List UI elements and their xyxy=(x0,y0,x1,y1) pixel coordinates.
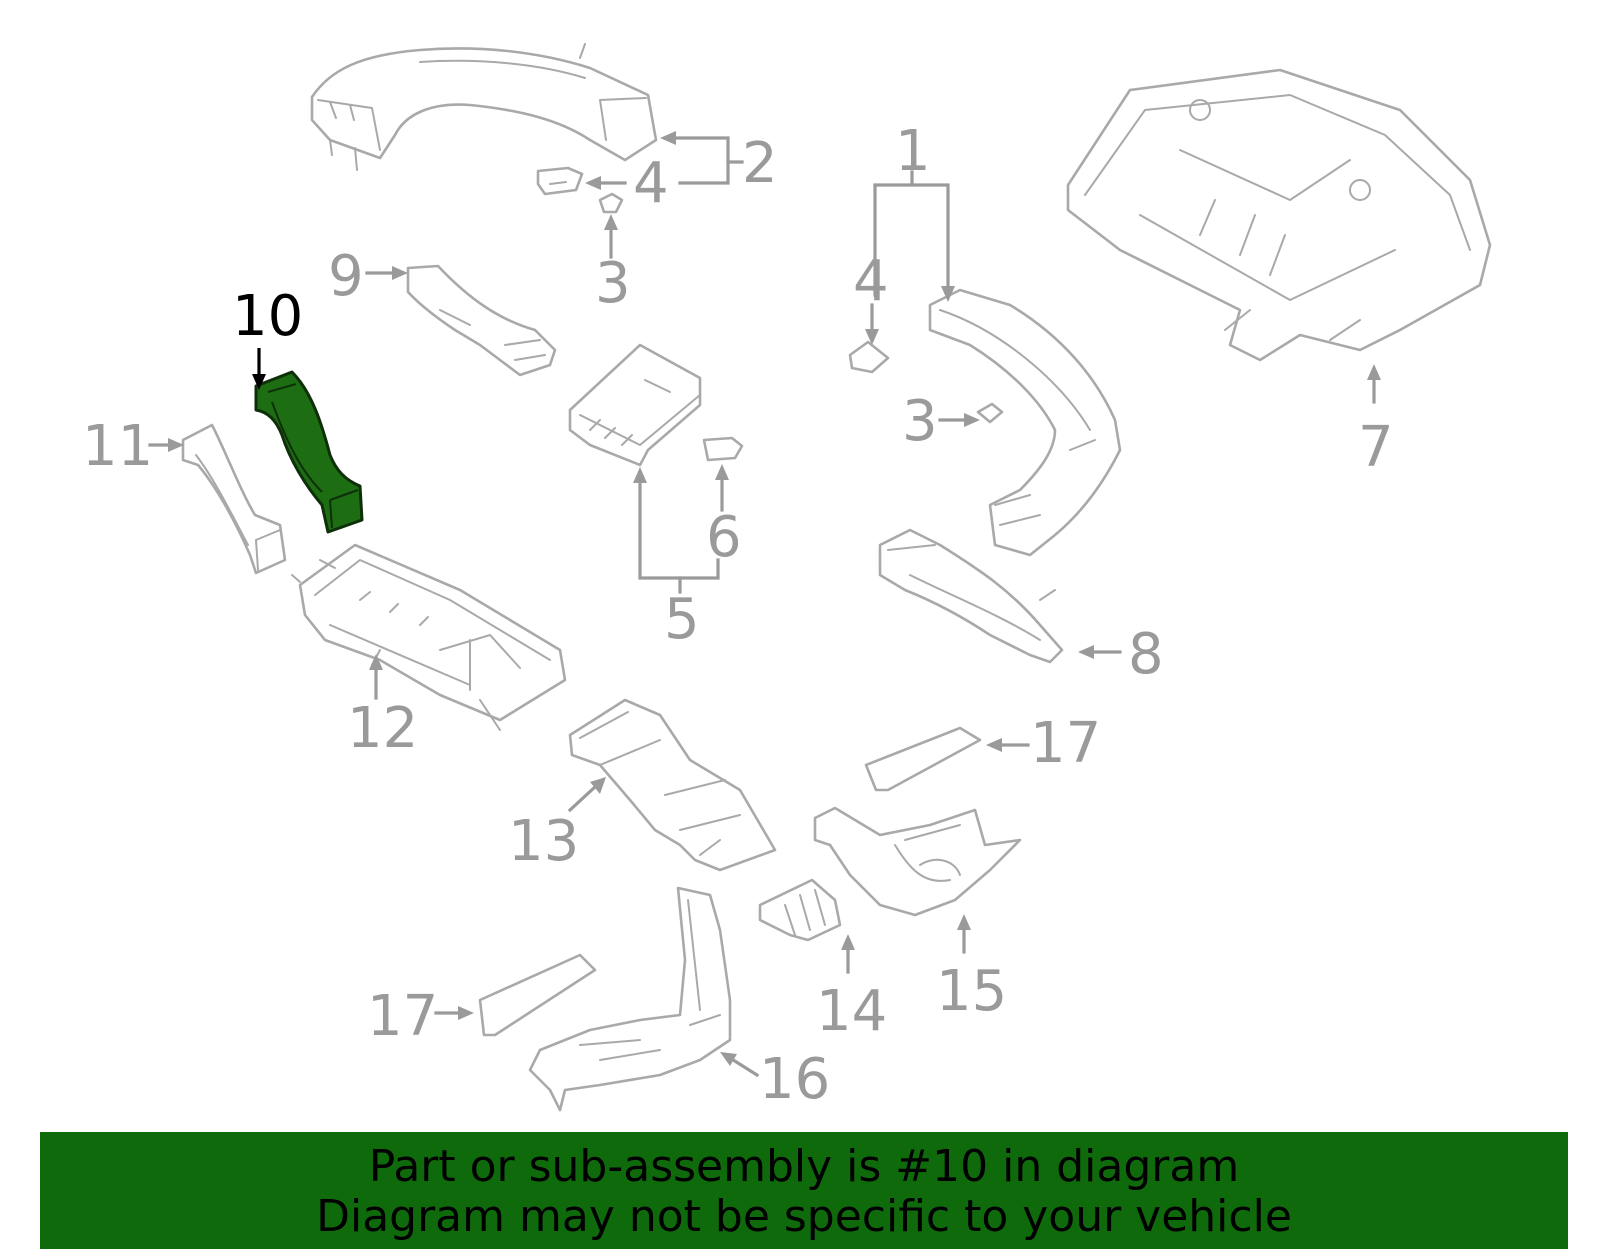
part-10-duct-highlighted[interactable] xyxy=(254,370,364,534)
part-6-clip[interactable] xyxy=(702,436,744,462)
part-3-clip-mid[interactable] xyxy=(976,402,1004,424)
callout-5: 5 xyxy=(664,587,700,652)
callout-10: 10 xyxy=(232,284,303,349)
callout-13: 13 xyxy=(508,809,579,874)
part-5-module[interactable] xyxy=(568,343,702,467)
part-9-duct[interactable] xyxy=(406,264,557,377)
callout-4-mid: 4 xyxy=(853,249,889,314)
banner-line-2: Diagram may not be specific to your vehi… xyxy=(316,1191,1292,1242)
parts-diagram: 2 4 3 9 10 11 12 6 5 1 4 3 7 8 17 13 15 … xyxy=(82,43,1492,1112)
part-3-clip-top[interactable] xyxy=(598,192,624,214)
part-1-center-duct[interactable] xyxy=(928,288,1122,557)
part-4-clip-mid[interactable] xyxy=(848,340,890,374)
part-15-duct[interactable] xyxy=(813,806,1022,917)
callout-2: 2 xyxy=(742,131,778,196)
callout-17-upper: 17 xyxy=(1030,711,1101,776)
callout-6: 6 xyxy=(706,505,742,570)
part-16-floor-duct[interactable] xyxy=(528,886,732,1112)
callout-8: 8 xyxy=(1128,622,1164,687)
callout-15: 15 xyxy=(936,959,1007,1024)
part-7-hvac-housing[interactable] xyxy=(1066,68,1492,362)
callout-1: 1 xyxy=(895,119,931,184)
callout-9: 9 xyxy=(328,244,364,309)
part-17-strip-lower[interactable] xyxy=(478,953,597,1037)
part-12-bracket[interactable] xyxy=(291,543,567,731)
part-11-duct[interactable] xyxy=(181,423,287,575)
part-4-clip-top[interactable] xyxy=(536,166,584,196)
callout-17-lower: 17 xyxy=(367,984,438,1049)
part-2-upper-duct[interactable] xyxy=(310,43,658,171)
callout-3-mid: 3 xyxy=(902,389,938,454)
part-8-duct[interactable] xyxy=(878,528,1064,664)
callout-11: 11 xyxy=(82,414,153,479)
part-14-vent[interactable] xyxy=(758,878,842,942)
callout-16: 16 xyxy=(759,1047,830,1112)
part-17-strip-upper[interactable] xyxy=(864,726,982,792)
arrow-heads xyxy=(168,131,1381,1066)
banner-line-1: Part or sub-assembly is #10 in diagram xyxy=(368,1141,1240,1192)
info-banner: Part or sub-assembly is #10 in diagram D… xyxy=(40,1132,1568,1249)
callout-4-top: 4 xyxy=(633,151,669,216)
callout-3-top: 3 xyxy=(595,251,631,316)
callout-14: 14 xyxy=(816,979,887,1044)
callout-7: 7 xyxy=(1358,415,1394,480)
leader-lines xyxy=(148,136,1376,1078)
part-13-duct-assembly[interactable] xyxy=(568,698,777,872)
callout-12: 12 xyxy=(347,696,418,761)
callout-labels: 2 4 3 9 10 11 12 6 5 1 4 3 7 8 17 13 15 … xyxy=(82,119,1394,1112)
